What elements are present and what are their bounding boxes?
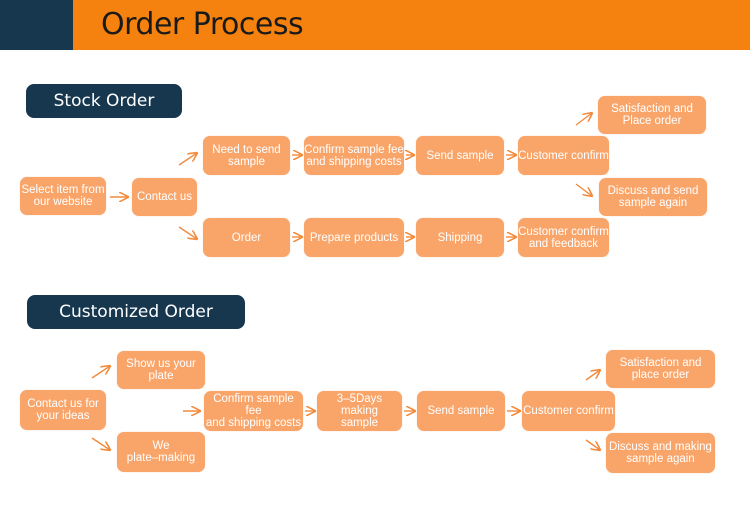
arrow-ideas-to-we xyxy=(91,437,110,450)
custom-discuss-node: Discuss and making sample again xyxy=(606,433,715,473)
header-accent-block xyxy=(0,0,73,50)
page-title: Order Process xyxy=(101,7,304,42)
stock-order-node: Order xyxy=(203,218,290,257)
stock-select-item-node: Select item from our website xyxy=(20,177,106,215)
custom-contact-ideas-node: Contact us for your ideas xyxy=(20,390,106,430)
stock-confirm-fee-node: Confirm sample fee and shipping costs xyxy=(304,136,404,175)
stock-contact-us-node: Contact us xyxy=(132,178,197,216)
stock-customer-confirm-node: Customer confirm xyxy=(518,136,609,175)
arrow-ideas-to-show xyxy=(91,366,110,379)
customized-order-label: Customized Order xyxy=(27,295,245,329)
arrow-customer-to-discuss-2 xyxy=(585,439,600,450)
stock-order-label: Stock Order xyxy=(26,84,182,118)
header-bar xyxy=(0,0,750,50)
custom-customer-confirm-node: Customer confirm xyxy=(522,391,615,431)
stock-prepare-node: Prepare products xyxy=(304,218,404,257)
custom-making-sample-node: 3–5Days making sample xyxy=(317,391,402,431)
stock-send-sample-node: Send sample xyxy=(416,136,504,175)
stock-confirm-feedback-node: Customer confirm and feedback xyxy=(518,218,609,257)
custom-we-plate-node: We plate–making xyxy=(117,432,205,472)
stock-satisfaction-node: Satisfaction and Place order xyxy=(598,96,706,134)
arrow-customer-to-satisfaction xyxy=(575,113,592,126)
custom-confirm-fee-node: Confirm sample fee and shipping costs xyxy=(204,391,303,431)
arrow-customer-to-discuss xyxy=(575,183,592,196)
arrow-contact-to-need xyxy=(178,153,197,166)
arrow-contact-to-order xyxy=(178,226,197,239)
stock-need-to-send-node: Need to send sample xyxy=(203,136,290,175)
arrow-customer-to-satisfaction-2 xyxy=(585,370,600,381)
custom-send-sample-node: Send sample xyxy=(417,391,505,431)
stock-shipping-node: Shipping xyxy=(416,218,504,257)
custom-satisfaction-node: Satisfaction and place order xyxy=(606,350,715,388)
stock-discuss-node: Discuss and send sample again xyxy=(599,178,707,216)
custom-show-plate-node: Show us your plate xyxy=(117,351,205,389)
